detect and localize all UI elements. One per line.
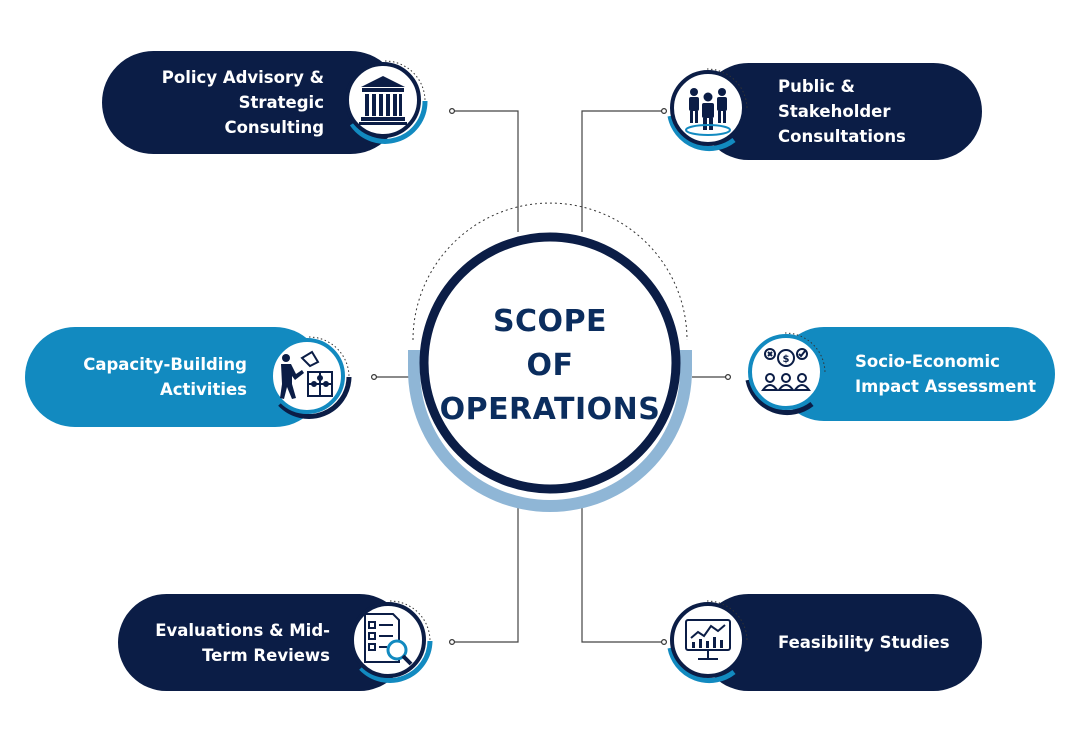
item-feasibility: Feasibility Studies: [700, 594, 982, 691]
svg-text:$: $: [783, 354, 790, 365]
center-title-line-2: OF: [526, 348, 574, 383]
item-label: Policy Advisory & Strategic Consulting: [161, 68, 324, 137]
item-label: Public & Stakeholder Consultations: [778, 77, 906, 146]
item-label: Feasibility Studies: [778, 633, 950, 652]
people-group-icon: [664, 66, 750, 152]
economic-impact-icon: $: [742, 330, 828, 416]
item-public-stakeholder: Public & Stakeholder Consultations: [700, 63, 982, 160]
center-title: SCOPE OF OPERATIONS: [430, 300, 670, 432]
item-label: Capacity-Building Activities: [83, 355, 247, 399]
center-title-line-3: OPERATIONS: [439, 392, 661, 427]
puzzle-person-icon: [266, 334, 352, 420]
center-title-line-1: SCOPE: [492, 304, 608, 339]
item-label: Evaluations & Mid- Term Reviews: [155, 620, 330, 665]
government-building-icon: [342, 58, 428, 144]
monitor-chart-icon: [664, 598, 750, 684]
checklist-magnifier-icon: [347, 598, 433, 684]
center-circle: [408, 202, 692, 512]
item-label: Socio-Economic Impact Assessment: [855, 352, 1036, 396]
